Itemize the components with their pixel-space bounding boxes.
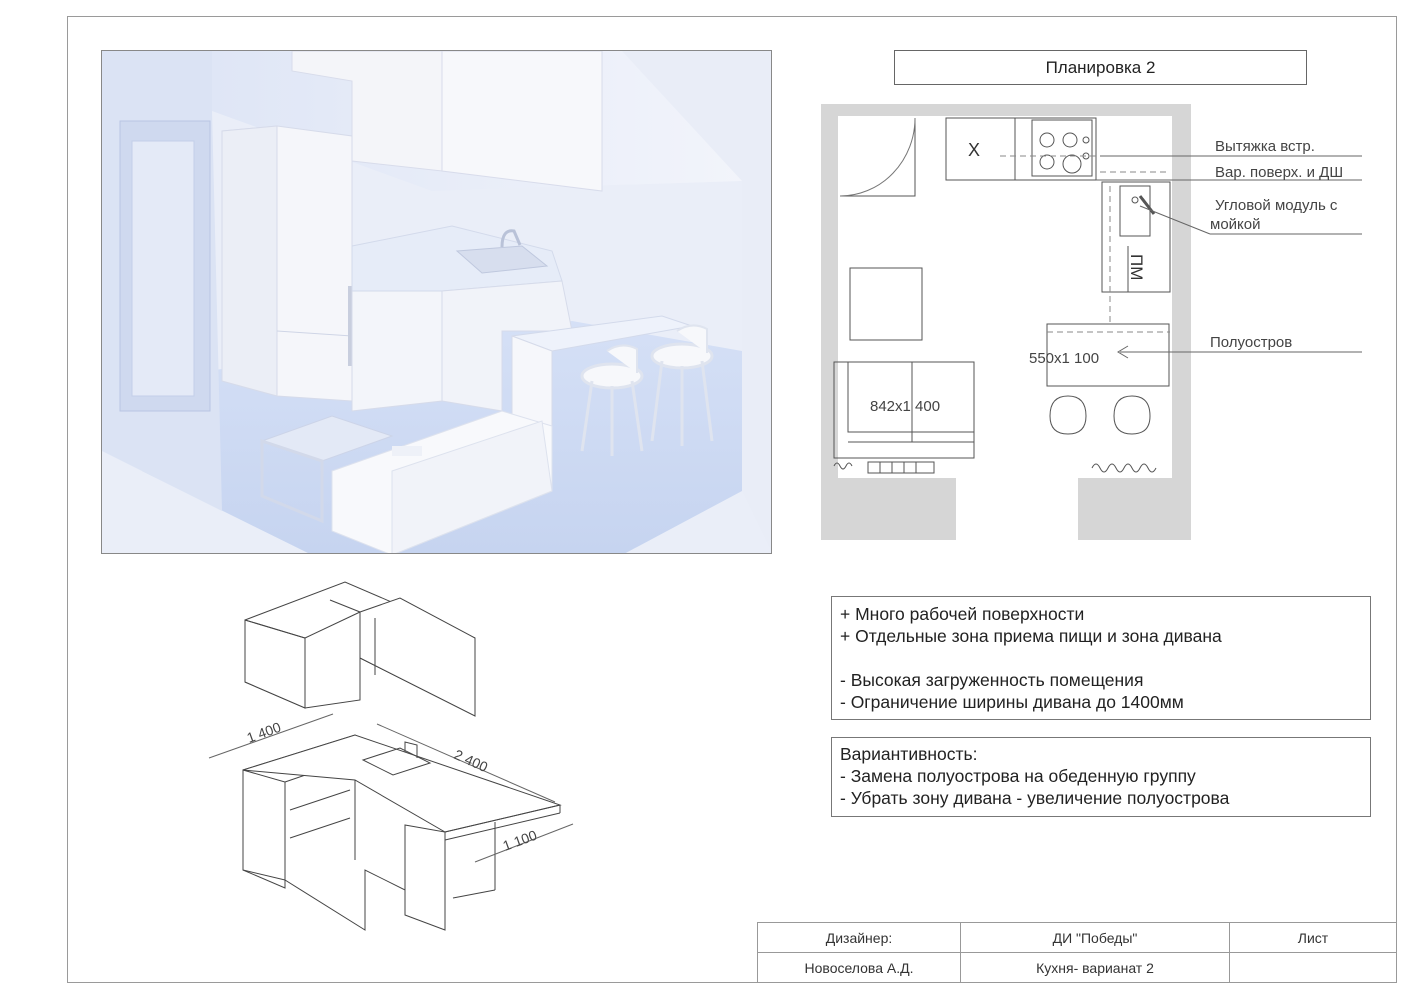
project-name: ДИ "Победы" bbox=[960, 922, 1230, 953]
con-item: - Ограничение ширины дивана до 1400мм bbox=[840, 692, 1184, 712]
label-peninsula: Полуостров bbox=[1210, 334, 1293, 351]
plan-mark-dishwasher: ПМ bbox=[1127, 254, 1146, 281]
pro-item: + Много рабочей поверхности bbox=[840, 604, 1085, 624]
pro-item: + Отдельные зона приема пищи и зона дива… bbox=[840, 626, 1222, 646]
sheet-label: Лист bbox=[1229, 922, 1397, 953]
plan-title: Планировка 2 bbox=[894, 50, 1307, 85]
variants-heading: Вариантивность: bbox=[840, 744, 978, 764]
pros-cons-box: + Много рабочей поверхности + Отдельные … bbox=[831, 596, 1371, 720]
isometric-kitchen: 1 400 2 400 1 100 bbox=[195, 570, 595, 940]
designer-label: Дизайнер: bbox=[757, 922, 961, 953]
dim-peninsula: 550x1 100 bbox=[1029, 350, 1100, 367]
variant-item: - Убрать зону дивана - увеличение полуос… bbox=[840, 788, 1230, 808]
spacer bbox=[840, 647, 1362, 669]
kitchen-render bbox=[101, 50, 772, 554]
sheet-number bbox=[1229, 952, 1397, 983]
label-hood: Вытяжка встр. bbox=[1215, 138, 1315, 155]
label-corner-module-2: мойкой bbox=[1210, 216, 1261, 233]
plan-mark-x: X bbox=[968, 140, 981, 160]
sheet-title: Кухня- варианат 2 bbox=[960, 952, 1230, 983]
variants-box: Вариантивность: - Замена полуострова на … bbox=[831, 737, 1371, 817]
drawing-frame bbox=[67, 16, 1397, 983]
dim-1400: 1 400 bbox=[245, 719, 284, 746]
designer-name: Новоселова А.Д. bbox=[757, 952, 961, 983]
label-hob: Вар. поверх. и ДШ bbox=[1215, 164, 1344, 181]
variant-item: - Замена полуострова на обеденную группу bbox=[840, 766, 1196, 786]
title-block: Дизайнер: ДИ "Победы" Лист Новоселова А.… bbox=[757, 922, 1397, 983]
label-corner-module-1: Угловой модуль с bbox=[1215, 197, 1338, 214]
con-item: - Высокая загруженность помещения bbox=[840, 670, 1144, 690]
dim-sofa: 842x1 400 bbox=[870, 398, 941, 415]
dim-1100: 1 100 bbox=[501, 827, 540, 854]
floor-plan: X ПМ Вытяжка встр. Вар. поверх. и ДШ Угл… bbox=[810, 96, 1410, 556]
